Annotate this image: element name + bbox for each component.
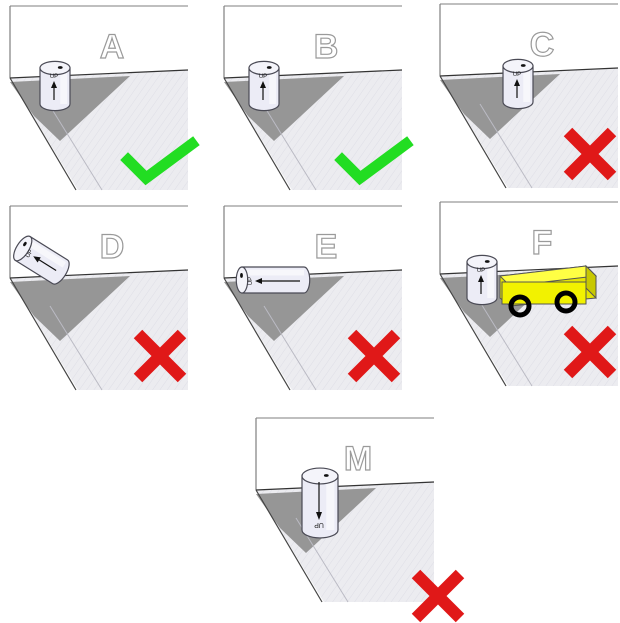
panel-c: C UP: [440, 4, 618, 188]
cylinder-label: UP: [50, 74, 58, 80]
cylinder-upright: UP: [249, 61, 279, 110]
cylinder-lying: UP: [236, 267, 309, 293]
cylinder-label: UP: [259, 74, 267, 80]
panel-a: A UP: [10, 6, 192, 190]
cylinder-label: UP: [314, 521, 324, 528]
cylinder-label: UP: [513, 72, 521, 78]
cylinder-label: UP: [477, 268, 485, 274]
back-wall: [440, 202, 618, 268]
panel-letter: M: [344, 440, 372, 478]
panel-letter: E: [315, 228, 338, 266]
panel-f: F UP: [440, 202, 618, 386]
cylinder-upright: UP: [40, 61, 70, 110]
cylinder-upside-down: UP: [302, 468, 338, 538]
panel-m: M UP: [256, 418, 460, 618]
panel-e: E UP: [224, 206, 402, 390]
panel-letter: A: [100, 28, 125, 66]
cylinder-upright: UP: [467, 255, 497, 304]
panel-letter: D: [100, 228, 125, 266]
cylinder-upright: UP: [503, 59, 533, 108]
panel-d: DUP: [10, 206, 188, 390]
panel-b: B UP: [224, 6, 406, 190]
panel-letter: C: [530, 26, 555, 64]
panel-letter: F: [532, 224, 553, 262]
back-wall: [224, 206, 402, 272]
panel-letter: B: [314, 28, 339, 66]
cylinder-label: UP: [248, 277, 254, 285]
